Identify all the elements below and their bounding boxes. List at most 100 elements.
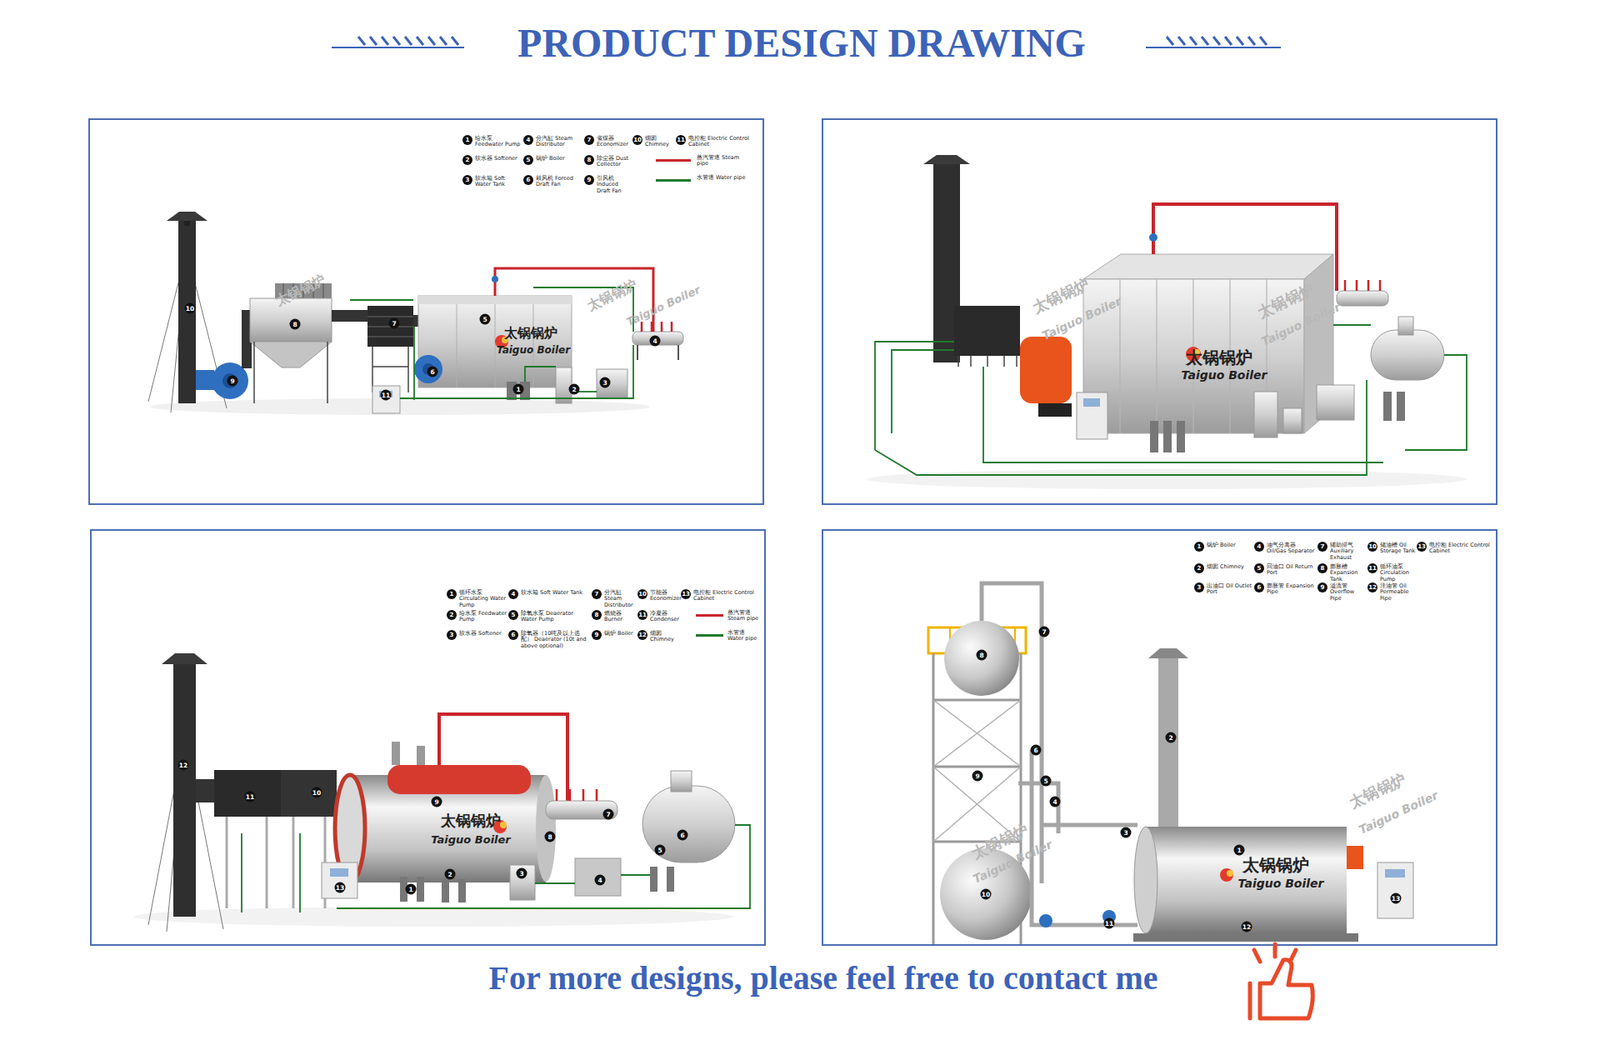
legend-number: 12 [1367, 582, 1378, 593]
callout-number: 12 [1241, 921, 1253, 933]
legend-item-name: 锅炉 Boiler [604, 630, 637, 637]
legend-item-name: 省煤器 Economizer [596, 135, 632, 149]
panel-borders [89, 119, 1497, 945]
callout-number: 9 [227, 375, 239, 387]
coal-boiler-system [148, 211, 684, 415]
legend-number: 2 [446, 610, 457, 620]
legend-item-name: 给水泵 Feedwater Pump [475, 135, 523, 149]
legend-number: 2 [462, 155, 473, 165]
legend-item-name: 溢流管 Overflow Pipe [1330, 583, 1367, 602]
legend-number: 1 [1194, 541, 1205, 552]
callout-number: 3 [600, 377, 611, 389]
horizontal-steam-boiler-system [133, 653, 750, 932]
callout-number: 13 [335, 882, 346, 894]
boiler-logo: Taiguo Boiler [430, 833, 511, 846]
legend-item-name: 燃烧器 Burner [604, 610, 637, 624]
page-caption: For more designs, please feel free to co… [488, 958, 1158, 998]
callout-number: 6 [1030, 745, 1042, 756]
legend-item-name: 电控柜 Electric Control Cabinet [1429, 542, 1496, 555]
legend-item-name: 膨胀管 Expansion Pipe [1266, 583, 1317, 596]
callout-number: 10 [980, 889, 992, 900]
callout-number: 10 [185, 303, 196, 315]
callout-number: 5 [480, 314, 491, 325]
legend-number: 10 [632, 135, 643, 145]
boiler-logo: Taiguo Boiler [1181, 368, 1268, 382]
callout-number: 9 [431, 796, 443, 808]
legend-number: 10 [637, 589, 648, 600]
legend-item-name: 软水箱 Soft Water Tank [520, 590, 591, 596]
legend-item-name: 辅助排气 Auxiliary Exhaust [1330, 542, 1367, 561]
callout-number: 11 [245, 791, 256, 803]
legend-item-name: 除尘器 Dust Collector [596, 155, 632, 169]
legend-item-name: 鼓风机 Forced Draft Fan [535, 175, 584, 189]
callout-number: 11 [380, 390, 392, 401]
callout-number: 1 [1234, 845, 1245, 856]
legend-number: 13 [680, 589, 691, 600]
legend-number: 9 [1317, 582, 1328, 593]
legend-item-name: 烟囱 Chimney [645, 135, 675, 149]
legend-number: 5 [508, 610, 519, 620]
callout-number: 2 [1165, 732, 1177, 744]
legend-item-name: 软水器 Softener [475, 155, 523, 162]
legend-item-name: 电控柜 Electric Control Cabinet [688, 135, 760, 149]
legend-item-name: 除氧水泵 Deaerator Water Pump [520, 610, 591, 624]
legend-item-name: 膨胀槽 Expansion Tank [1330, 564, 1367, 583]
legend-item-name: 回油口 Oil Return Port [1266, 564, 1317, 577]
legend-item-name: 油气分离器 Oil/Gas Separator [1266, 542, 1317, 555]
legend-line-sample [655, 179, 691, 182]
legend-item-name: 烟囱 Chimney [650, 630, 680, 644]
legend-number: 1 [462, 135, 473, 145]
legend-item-name: 循环油泵 Circulation Pump [1380, 564, 1416, 583]
legend-item-name: 循环水泵 Circulating Water Pump [459, 590, 508, 609]
callout-number: 4 [1050, 796, 1061, 808]
callout-number: 11 [1104, 918, 1115, 930]
legend-number: 7 [584, 135, 595, 145]
callout-number: 6 [677, 830, 689, 841]
legend-item-name: 软水箱 Soft Water Tank [475, 175, 523, 189]
watermark: 太锅锅炉 [585, 276, 641, 315]
legend-number: 6 [523, 175, 534, 185]
callout-number: 7 [1039, 626, 1050, 638]
legend-number: 5 [1254, 563, 1265, 574]
callout-number: 3 [516, 868, 528, 880]
legend-text: 水管道 Water pipe [696, 175, 747, 181]
callout-number: 7 [389, 318, 400, 330]
legend-number: 4 [1254, 541, 1265, 552]
legend-number: 8 [584, 155, 595, 165]
legend-line-sample [695, 634, 724, 637]
legend-item-name: 出油口 Oil Outlet Port [1206, 583, 1254, 596]
legend-item-name: 烟囱 Chimney [1206, 564, 1254, 570]
legend-text: 水管道 Water pipe [727, 630, 763, 643]
legend-number: 7 [591, 589, 602, 600]
legend-number: 3 [462, 175, 473, 185]
thermal-oil-boiler-system [928, 583, 1414, 945]
legend-item-name: 冷凝器 Condenser [650, 610, 680, 624]
callout-number: 1 [405, 884, 417, 895]
boiler-logo: 太锅锅炉 [504, 325, 558, 343]
legend-number: 10 [1367, 541, 1378, 552]
legend-item-name: 锅炉 Boiler [535, 155, 584, 162]
legend-number: 3 [446, 630, 457, 640]
legend-number: 9 [591, 630, 602, 640]
callout-number: 13 [1390, 893, 1402, 905]
callout-number: 4 [650, 335, 661, 347]
boiler-logo: 太锅锅炉 [1242, 854, 1310, 877]
callout-number: 4 [595, 875, 606, 886]
legend-item-name: 注油管 Oil Permeable Pipe [1380, 583, 1416, 602]
callout-number: 6 [427, 366, 439, 378]
boiler-logo: Taiguo Boiler [496, 344, 570, 356]
legend-item-name: 引风机 Induced Draft Fan [596, 175, 632, 195]
legend-number: 11 [637, 610, 648, 620]
legend-number: 11 [1367, 563, 1378, 574]
thumbs-up-icon [1250, 944, 1313, 1019]
legend-number: 2 [1194, 563, 1205, 574]
callout-number: 5 [1040, 775, 1052, 787]
legend-item-name: 软水器 Softener [459, 630, 508, 637]
legend-item-name: 给水泵 Feedwater Pump [459, 610, 508, 624]
legend-number: 12 [637, 630, 648, 640]
callout-number: 12 [178, 760, 190, 771]
legend-number: 8 [591, 610, 602, 620]
legend-number: 7 [1317, 541, 1328, 552]
callout-number: 9 [972, 770, 984, 782]
